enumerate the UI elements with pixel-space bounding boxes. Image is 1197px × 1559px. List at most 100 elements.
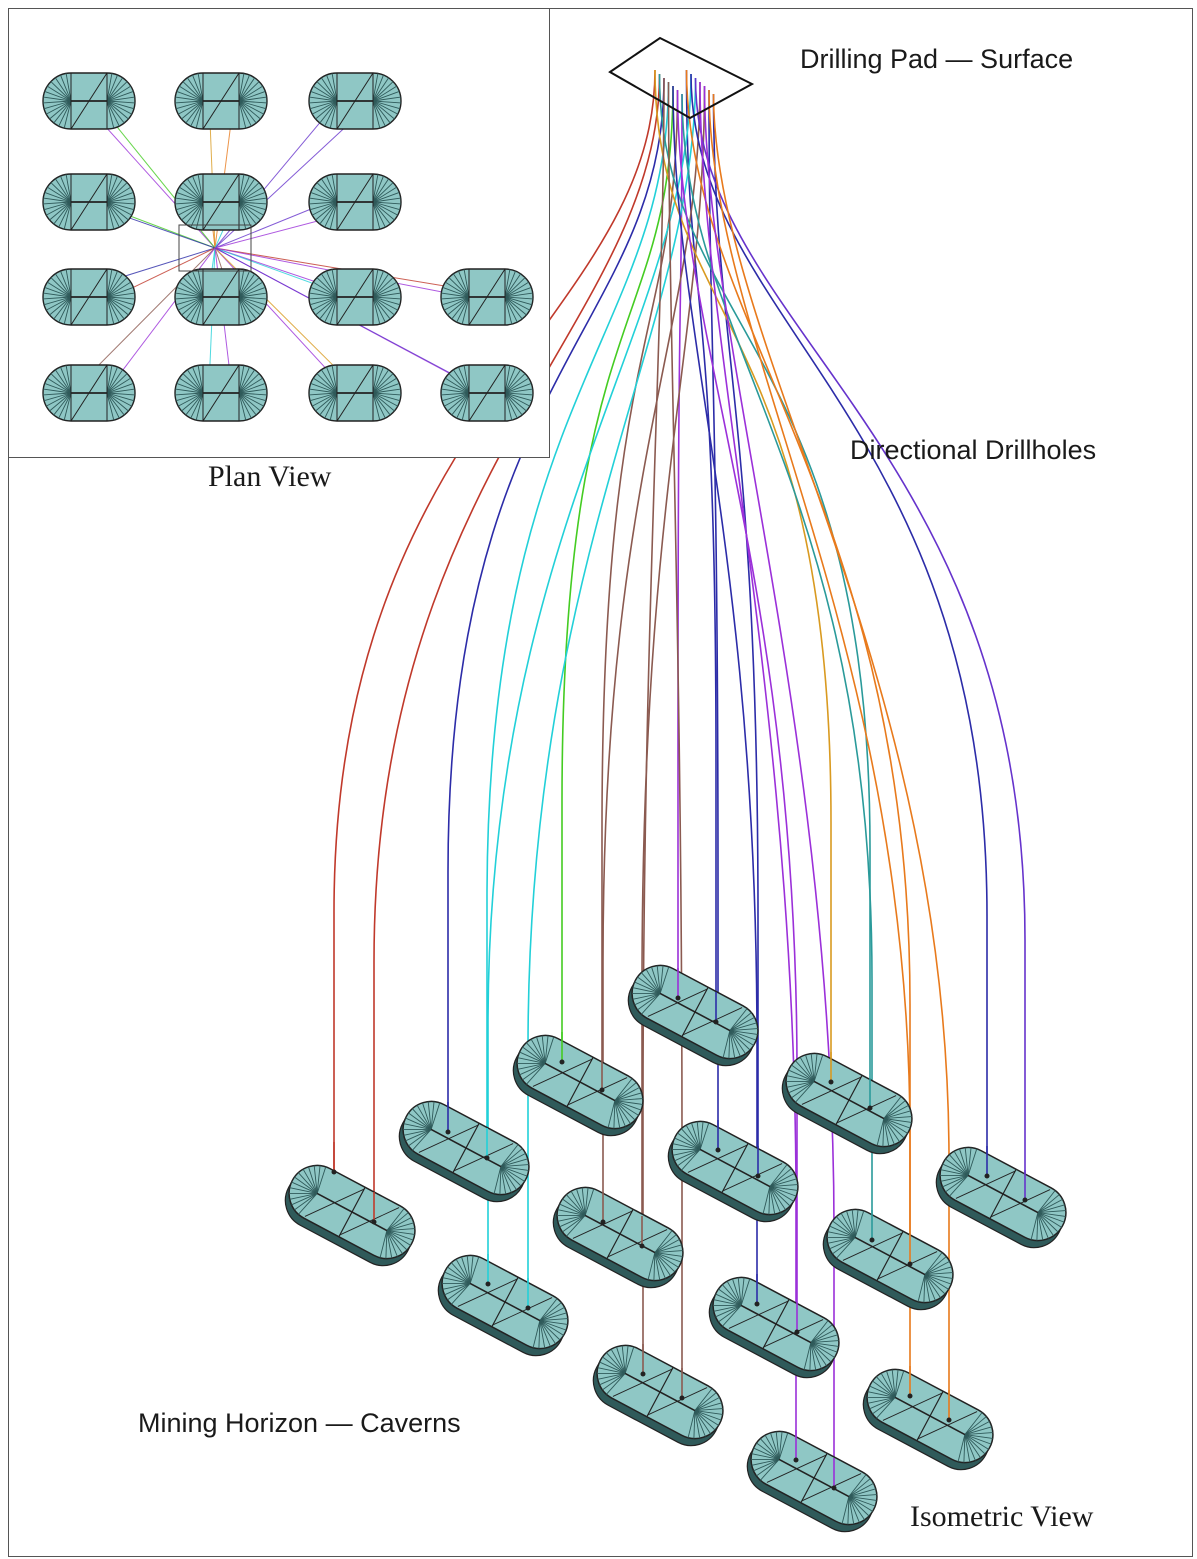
plan-cavern-spoke: [324, 100, 338, 127]
cavern-spoke: [672, 1149, 701, 1150]
cavern-spoke: [654, 1252, 679, 1268]
cavern-spoke: [412, 1108, 432, 1130]
plan-cavern-spoke: [178, 296, 204, 311]
cavern-spoke: [557, 1215, 586, 1222]
cavern-diagonal: [990, 1189, 1051, 1218]
plan-cavern-spoke: [504, 392, 530, 407]
cavern-diagonal: [567, 1077, 628, 1106]
plan-cavern-spoke: [315, 392, 338, 412]
plan-cavern-spoke: [47, 186, 72, 203]
drillhole-end-point: [907, 1393, 913, 1399]
cavern-spoke: [677, 1132, 701, 1150]
plan-cavern-spoke: [175, 100, 204, 110]
plan-cavern-spoke: [238, 273, 256, 298]
drillhole-end-point: [679, 1395, 685, 1401]
cavern-diagonal: [917, 1411, 978, 1440]
cavern-spoke: [289, 1187, 318, 1194]
cavern-spoke: [654, 1239, 680, 1253]
isometric-cavern: [862, 1368, 994, 1471]
cavern-spoke: [848, 1474, 867, 1497]
cavern-spoke: [867, 1397, 896, 1398]
cavern-spoke: [386, 1230, 393, 1259]
plan-cavern-spoke: [58, 392, 72, 419]
drillhole-end-point: [599, 1087, 605, 1093]
cavern-spoke: [876, 1397, 896, 1419]
cavern-spoke: [416, 1104, 432, 1130]
plan-cavern-spoke: [106, 201, 129, 221]
cavern-spoke: [1037, 1212, 1062, 1228]
cavern-spoke: [614, 1100, 621, 1129]
plan-cavern-spoke: [504, 373, 526, 394]
cavern-diagonal: [801, 1076, 862, 1105]
cavern-spoke: [681, 1149, 701, 1171]
plan-cavern-spoke: [106, 392, 135, 396]
plan-cavern-spoke: [238, 100, 264, 115]
drillhole-trace: [681, 93, 873, 1240]
plan-view-label: Plan View: [208, 460, 332, 493]
cavern-spoke: [883, 1100, 906, 1119]
plan-cavern-spoke: [106, 174, 113, 203]
drillhole-end-point: [559, 1059, 565, 1065]
cavern-diagonal: [801, 1473, 862, 1502]
cavern-spoke: [539, 1320, 567, 1331]
cavern-spoke: [883, 1118, 895, 1145]
plan-cavern-diagonal: [70, 364, 108, 422]
drillhole-end-point: [869, 1237, 875, 1243]
cavern-spoke: [729, 1030, 746, 1055]
plan-cavern-spoke: [504, 392, 513, 421]
plan-cavern-spoke: [190, 201, 204, 228]
plan-cavern-spoke: [182, 182, 204, 203]
plan-cavern-spoke: [372, 296, 381, 325]
cavern-spoke: [519, 1051, 546, 1064]
cavern-spoke: [614, 1100, 626, 1127]
cavern-spoke: [883, 1096, 902, 1119]
plan-cavern-spoke: [313, 85, 338, 102]
plan-cavern-spoke: [372, 392, 395, 412]
cavern-spoke: [455, 1258, 471, 1284]
drillhole-end-point: [755, 1173, 761, 1179]
cavern-spoke: [621, 1345, 626, 1374]
plan-cavern-spoke: [463, 269, 470, 298]
cavern-spoke: [810, 1342, 838, 1353]
isometric-cavern: [398, 1100, 530, 1203]
plan-cavern-box: [202, 364, 240, 422]
plan-cavern-spoke: [372, 186, 397, 203]
plan-cavern-spoke: [444, 392, 470, 407]
drillhole-trace: [685, 69, 911, 1264]
cavern-spoke: [694, 1388, 713, 1411]
plan-cavern-spoke: [65, 73, 72, 102]
plan-cavern-spoke: [372, 100, 386, 127]
plan-cavern-spoke: [179, 85, 204, 102]
cavern-spoke: [559, 1215, 586, 1228]
cavern-spoke: [810, 1320, 829, 1343]
plan-cavern-spoke: [58, 296, 72, 323]
cavern-spoke: [519, 1063, 546, 1076]
plan-cavern-spoke: [106, 100, 120, 127]
cavern-spoke: [602, 1373, 626, 1391]
cavern-cross-line: [876, 1230, 904, 1282]
plan-cavern-spoke: [106, 296, 132, 311]
cavern-spoke: [848, 1483, 874, 1497]
plan-cavern-spoke: [175, 197, 204, 203]
drillhole-trace: [642, 77, 665, 1374]
cavern-spoke: [544, 1035, 549, 1064]
cavern-spoke: [386, 1228, 415, 1231]
cavern-spoke: [386, 1230, 414, 1241]
drillhole-trace: [601, 89, 679, 1090]
cavern-spoke: [810, 1342, 822, 1369]
plan-cavern-spoke: [372, 281, 397, 298]
drillhole-end-point: [831, 1485, 837, 1491]
cavern-cross-line: [835, 1074, 863, 1126]
drillhole-trace: [708, 89, 911, 1396]
cavern-spoke: [386, 1230, 408, 1251]
cavern-spoke: [385, 1230, 388, 1259]
plan-cavern-diagonal: [336, 268, 374, 326]
cavern-spoke: [841, 1496, 850, 1524]
cavern-spoke: [836, 1216, 856, 1238]
plan-cavern-spoke: [504, 296, 518, 323]
plan-cavern-spoke: [372, 369, 390, 394]
plan-cavern-spoke: [58, 201, 72, 228]
cavern-spoke: [1037, 1212, 1059, 1233]
plan-cavern-spoke: [445, 281, 470, 298]
plan-cavern-spoke: [195, 100, 204, 129]
